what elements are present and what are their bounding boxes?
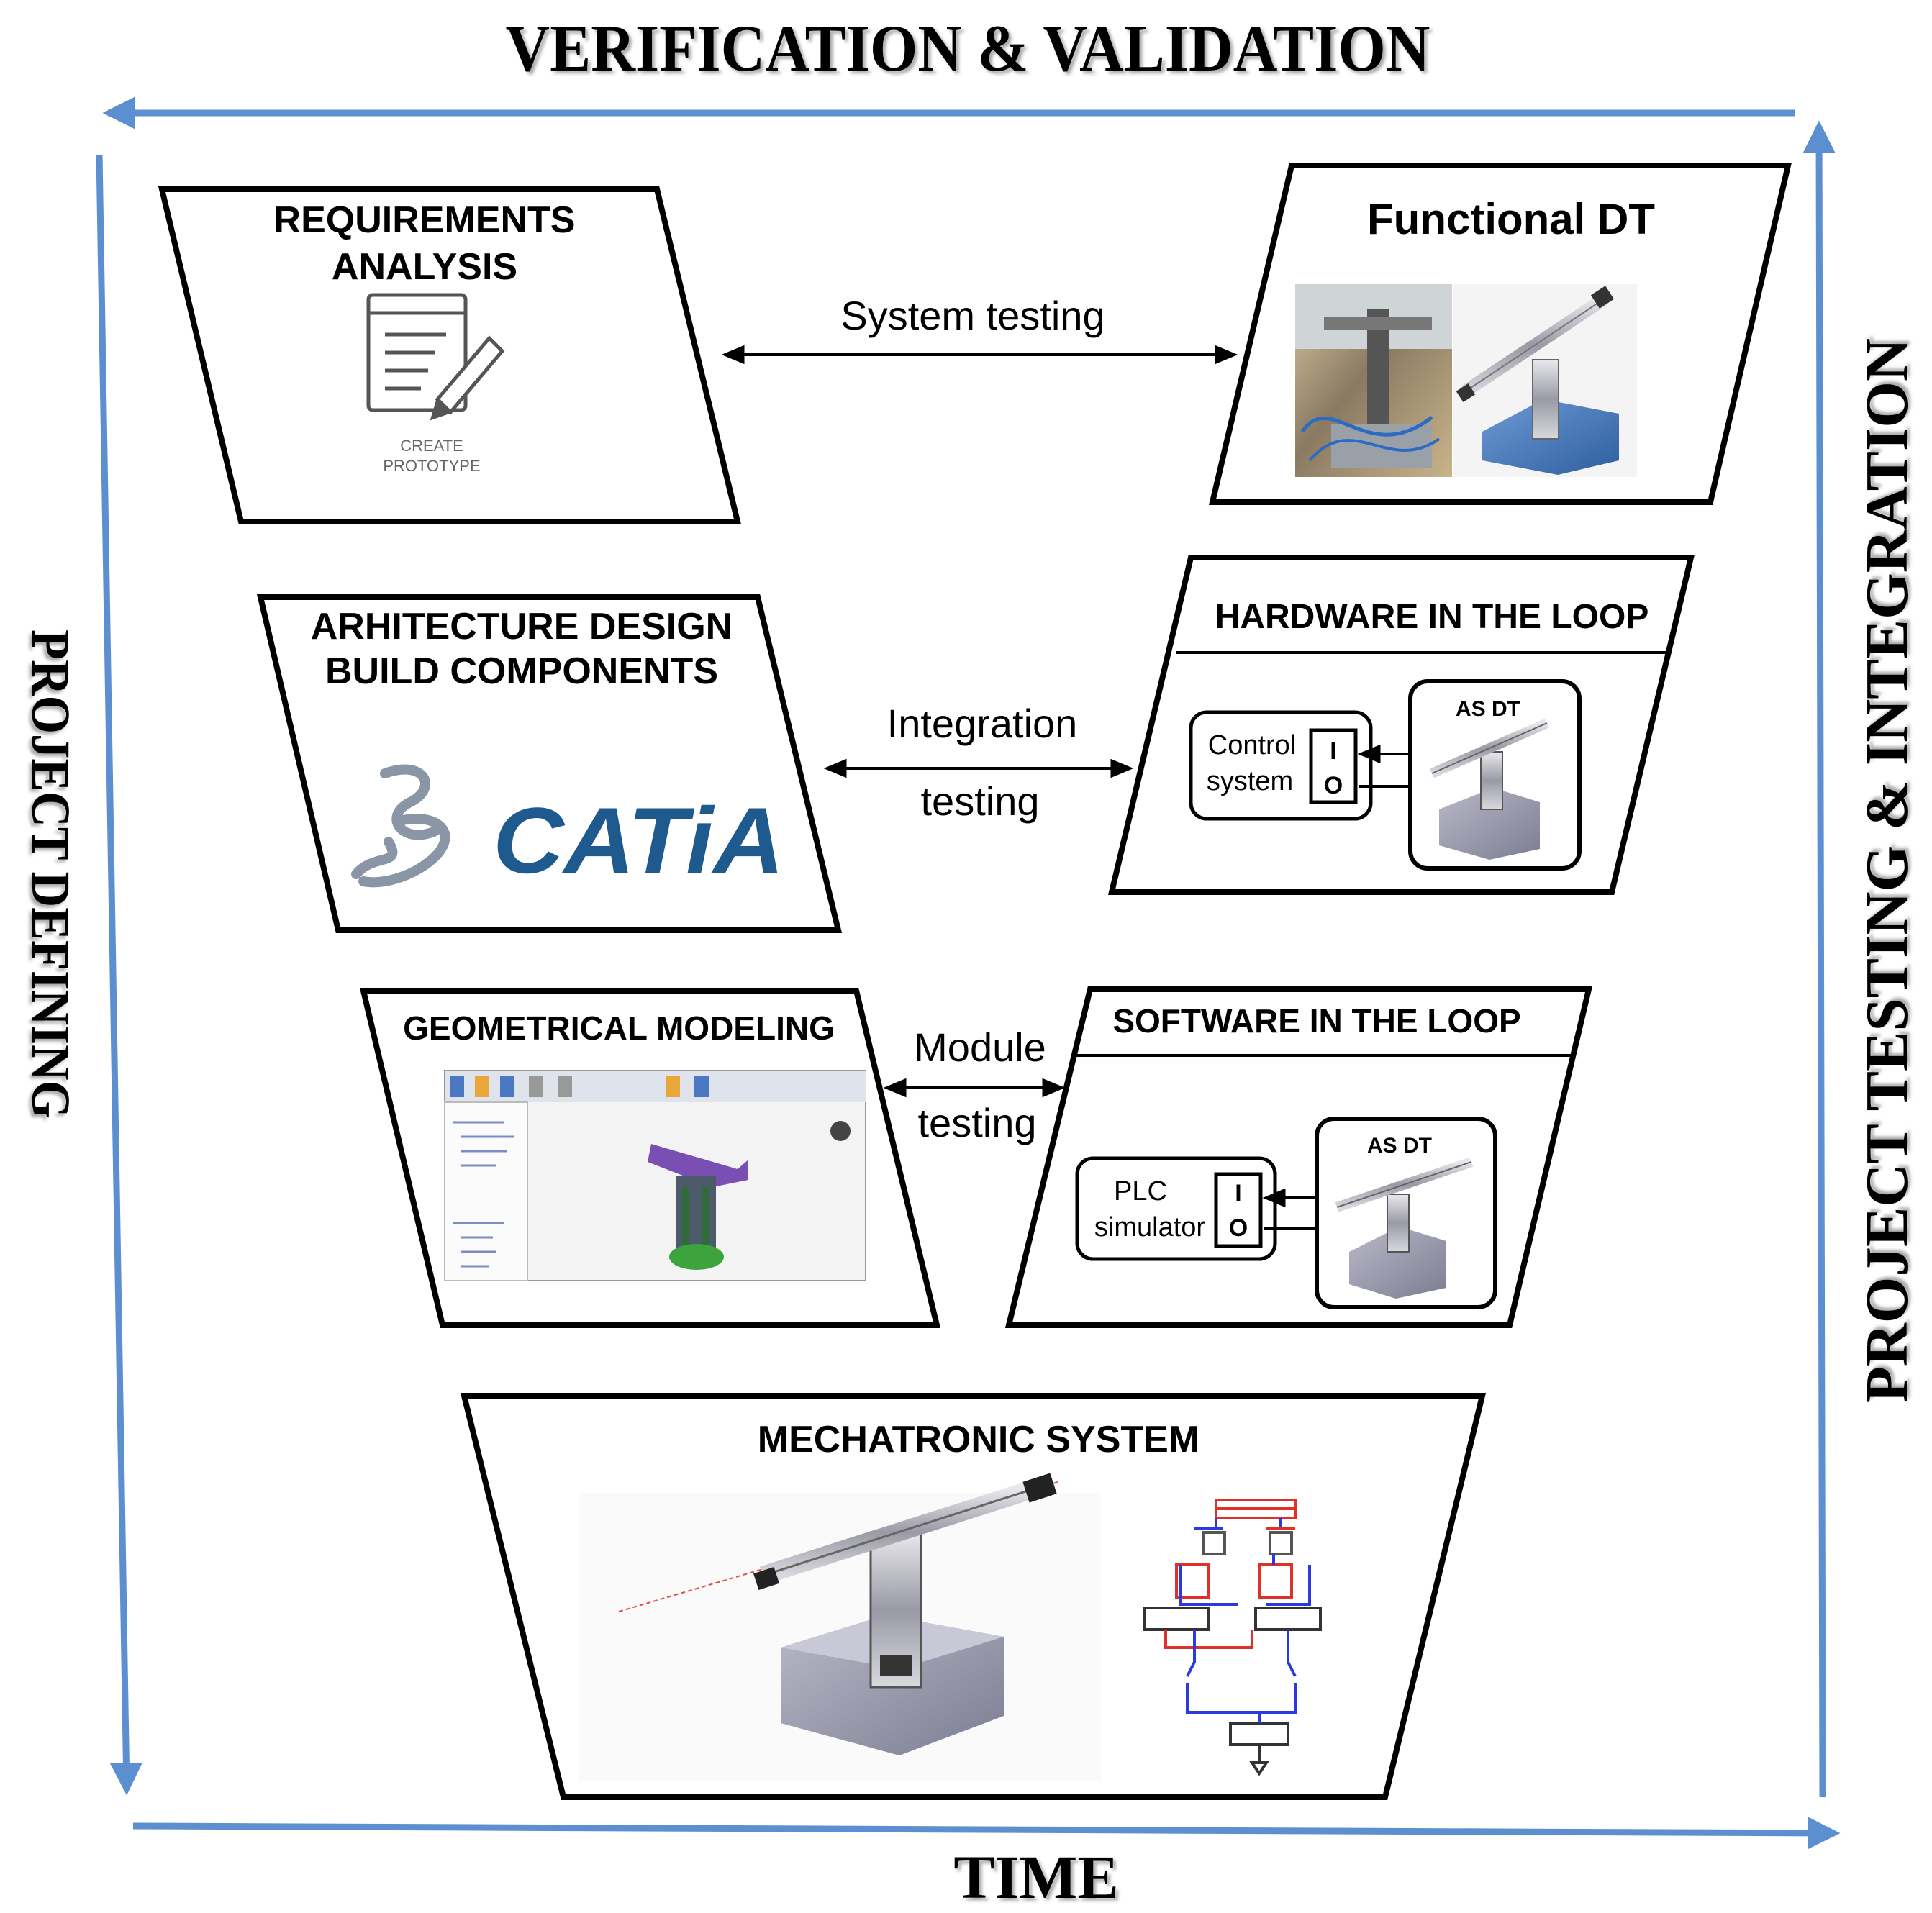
architecture-box-outline — [256, 594, 843, 933]
cad-robot-model-blue — [1453, 284, 1637, 477]
cad-software-screenshot — [444, 1070, 866, 1281]
system-testing-connector: System testing — [721, 293, 1238, 365]
green-base-part — [669, 1244, 724, 1270]
system-testing-label: System testing — [840, 293, 1105, 338]
geometrical-modeling-box: GEOMETRICAL MODELING — [359, 988, 941, 1328]
architecture-title-line2: BUILD COMPONENTS — [325, 650, 718, 692]
sil-io-o: O — [1229, 1214, 1248, 1242]
module-testing-label-line2: testing — [918, 1100, 1037, 1145]
requirements-title-line1: REQUIREMENTS — [274, 199, 576, 241]
control-system-line2: system — [1207, 766, 1293, 796]
architecture-title-line1: ARHITECTURE DESIGN — [311, 606, 733, 647]
purple-beam-part — [648, 1144, 748, 1187]
geometric-title: GEOMETRICAL MODELING — [403, 1009, 835, 1047]
sil-title: SOFTWARE IN THE LOOP — [1112, 1002, 1520, 1040]
document-pencil-icon — [366, 293, 505, 421]
mechatronic-cad-robot — [579, 1473, 1101, 1781]
plc-simulator-line2: simulator — [1094, 1212, 1205, 1242]
top-axis-title: VERIFICATION & VALIDATION — [506, 12, 1430, 85]
bottom-axis-arrow — [132, 1817, 1841, 1850]
hil-as-dt-label: AS DT — [1456, 697, 1520, 721]
architecture-design-box: ARHITECTURE DESIGN BUILD COMPONENTS CATi… — [256, 594, 843, 933]
left-axis-arrow — [96, 154, 142, 1796]
module-testing-connector: Module testing — [883, 1024, 1066, 1145]
hil-cad-robot — [1430, 718, 1549, 860]
right-axis-title: PROJECT TESTING & INTEGRATION — [1854, 338, 1920, 1403]
catia-ds-icon — [351, 764, 450, 888]
mechatronic-system-box: MECHATRONIC SYSTEM — [460, 1393, 1487, 1800]
bottom-axis-title: TIME — [953, 1842, 1118, 1912]
requirements-title-line2: ANALYSIS — [332, 246, 517, 288]
hil-io-i: I — [1330, 737, 1336, 765]
software-in-the-loop-box: SOFTWARE IN THE LOOP PLC simulator I O A… — [1004, 986, 1593, 1328]
catia-logo: CATiA — [351, 764, 784, 893]
requirements-icon-caption-line1: CREATE — [400, 437, 463, 455]
functional-dt-box: Functional DT — [1208, 163, 1792, 505]
integration-testing-connector: Integration testing — [823, 701, 1134, 824]
left-axis-title: PROJECT DEFINING — [20, 630, 81, 1119]
sil-io-block — [1214, 1172, 1263, 1248]
pneumatic-circuit-schematic — [1143, 1499, 1322, 1776]
requirements-icon-caption-line2: PROTOTYPE — [383, 457, 480, 475]
mechatronic-title: MECHATRONIC SYSTEM — [758, 1419, 1199, 1460]
catia-wordmark: CATiA — [493, 788, 784, 893]
integration-testing-label-line2: testing — [921, 778, 1040, 824]
hil-io-o: O — [1324, 772, 1343, 799]
control-system-line1: Control — [1208, 730, 1297, 760]
requirements-box-outline — [158, 186, 742, 524]
hardware-in-the-loop-box: HARDWARE IN THE LOOP Control system I O … — [1107, 555, 1695, 895]
plc-simulator-line1: PLC — [1114, 1176, 1167, 1207]
hil-io-block — [1309, 728, 1358, 804]
frame-arrows — [96, 96, 1841, 1850]
right-axis-arrow — [1802, 120, 1836, 1798]
requirements-analysis-box: REQUIREMENTS ANALYSIS CREATE PROTOTYPE — [158, 186, 742, 524]
sil-cad-robot — [1335, 1157, 1474, 1299]
hil-title: HARDWARE IN THE LOOP — [1215, 598, 1649, 636]
physical-robot-photo — [1295, 284, 1452, 477]
integration-testing-label-line1: Integration — [887, 701, 1078, 746]
view-cube-icon — [830, 1121, 851, 1141]
module-testing-label-line1: Module — [914, 1024, 1046, 1070]
sil-io-i: I — [1235, 1180, 1241, 1207]
functional-dt-title: Functional DT — [1367, 195, 1655, 243]
sil-as-dt-label: AS DT — [1367, 1134, 1432, 1158]
